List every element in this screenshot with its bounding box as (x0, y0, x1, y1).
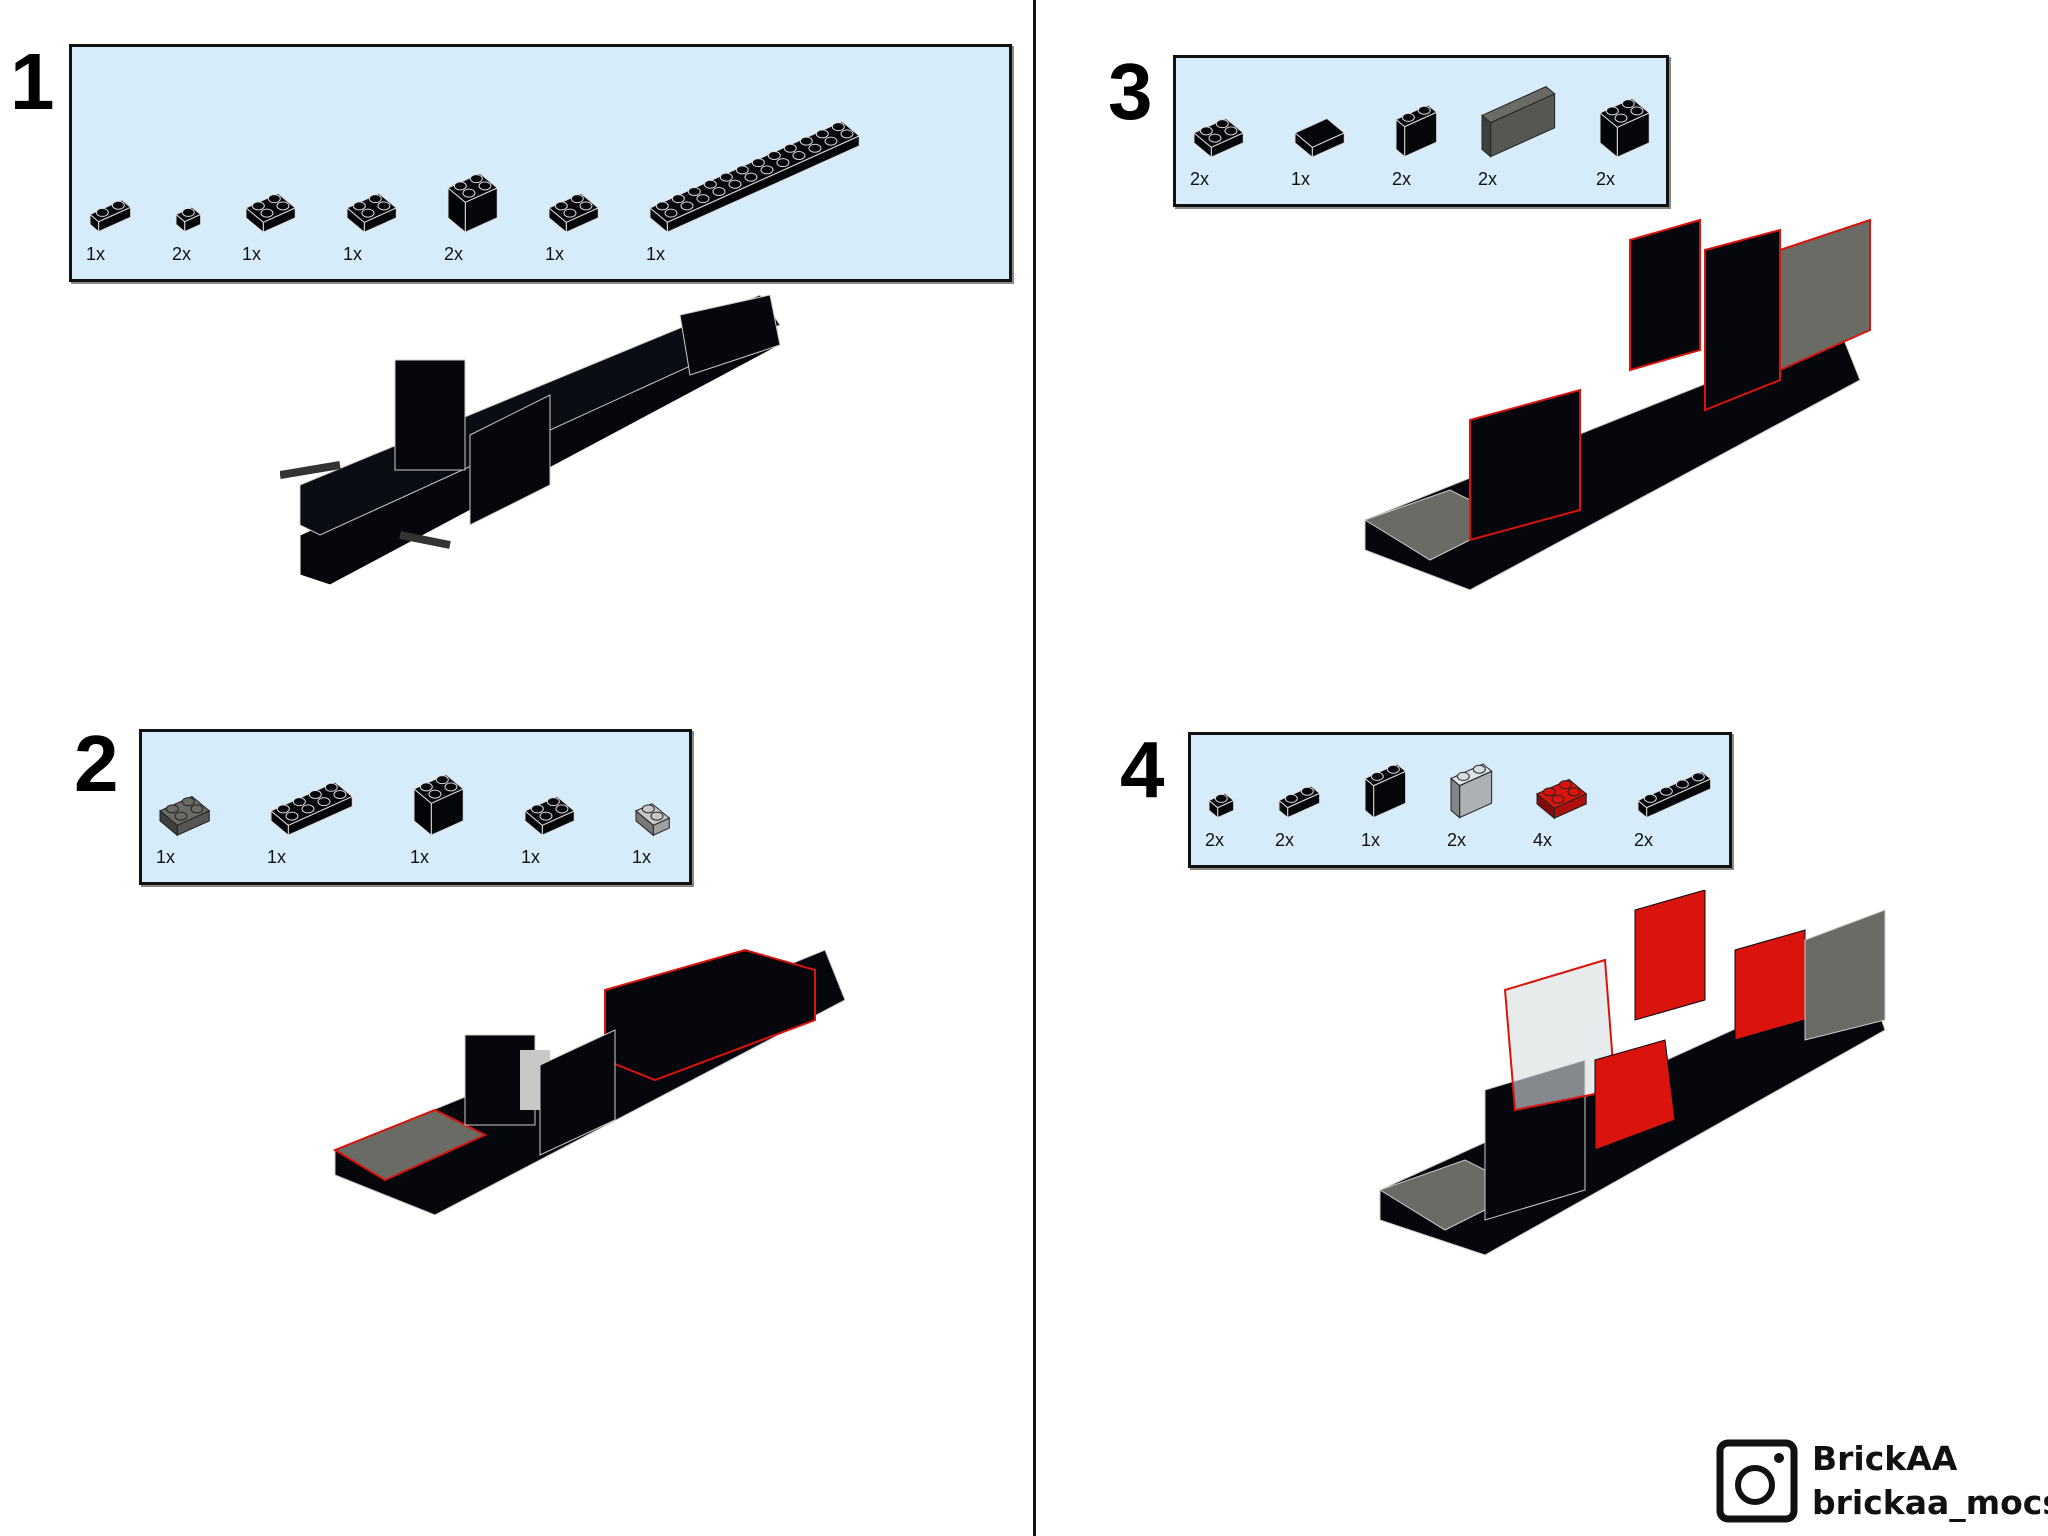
part-plate-icon (159, 795, 211, 837)
part-quantity: 2x (1634, 830, 1654, 850)
part-plate-icon (1193, 117, 1245, 159)
part-plate-icon (649, 120, 861, 234)
part-wheelholder-05070d: 1x (545, 177, 616, 265)
part-bracket-icon (447, 172, 499, 234)
part-quantity: 2x (1596, 169, 1616, 189)
part-quantity: 1x (1361, 830, 1381, 850)
instagram-branding: BrickAA brickaa_mocs (1716, 1437, 2048, 1525)
part-brick-icon (413, 773, 465, 837)
part-bracket-05070d: 2x (444, 157, 515, 265)
part-plate-05070d: 2x (1275, 771, 1331, 851)
part-quantity: 1x (410, 847, 430, 867)
part-quantity: 2x (444, 244, 464, 264)
part-quantity: 4x (1533, 830, 1553, 850)
part-plate-icon (89, 199, 132, 234)
part-quantity: 1x (242, 244, 262, 264)
part-plate-icon (1278, 785, 1321, 820)
part-clip-icon (175, 207, 202, 234)
part-panel-icon (1481, 86, 1556, 159)
step-number-2: 2 (74, 719, 119, 808)
part-quantity: 2x (172, 244, 192, 264)
part-brick-05070d: 1x (1361, 749, 1417, 851)
parts-list-step-1: 1x 2x 1x 1x 2x 1x 1x (69, 44, 1012, 282)
part-plate-icon (1637, 771, 1712, 820)
part-quantity: 2x (1190, 169, 1210, 189)
page-divider (1033, 0, 1036, 1536)
parts-list-step-4: 2x 2x 1x 2x 4x 2x (1188, 732, 1732, 868)
part-plate-icon (270, 781, 354, 837)
part-steering-c8c8c8: 1x (632, 788, 687, 868)
part-wheelholder-05070d: 1x (521, 780, 592, 868)
instagram-handle: brickaa_mocs (1812, 1483, 2048, 1522)
part-quantity: 1x (646, 244, 666, 264)
part-plate-d8140c: 4x (1533, 763, 1604, 851)
parts-list-step-2: 1x 1x 1x 1x 1x (139, 729, 692, 885)
part-steering-icon (635, 802, 671, 837)
assembly-step-3 (1363, 218, 1871, 591)
part-brick-icon (1364, 763, 1407, 820)
part-plate-05070d: 1x (267, 764, 370, 868)
part-plate-05070d: 2x (1634, 755, 1722, 851)
part-tile-icon (1294, 117, 1346, 159)
part-bracket-icon (1395, 104, 1438, 159)
part-plate-icon (1536, 778, 1588, 820)
part-tile-05070d: 1x (1291, 102, 1362, 190)
part-quantity: 1x (86, 244, 106, 264)
part-bracket-05070d: 2x (1392, 90, 1448, 190)
part-wheelholder-icon (524, 795, 576, 837)
part-wheelholder-icon (548, 192, 600, 234)
part-plate-6b6b66: 1x (156, 780, 227, 868)
part-panel-6b6b66: 2x (1478, 70, 1566, 190)
part-quantity: 1x (267, 847, 287, 867)
part-plate-05070d: 1x (343, 177, 414, 265)
part-plate-05070d: 1x (646, 97, 877, 265)
assembly-step-4 (1378, 890, 1886, 1256)
part-brick-icon (1450, 763, 1493, 820)
part-plate-icon (245, 192, 297, 234)
part-brick-d8dde0: 2x (1447, 749, 1503, 851)
part-plate-icon (1208, 793, 1235, 820)
part-brick-05070d: 1x (410, 758, 481, 868)
part-quantity: 1x (343, 244, 363, 264)
parts-list-step-3: 2x 1x 2x 2x 2x (1173, 55, 1669, 207)
part-quantity: 1x (156, 847, 176, 867)
step-number-1: 1 (10, 37, 55, 126)
assembly-step-1 (280, 294, 781, 586)
part-bracket-icon (1599, 97, 1651, 159)
part-quantity: 1x (521, 847, 541, 867)
part-clip-05070d: 2x (172, 193, 212, 265)
part-quantity: 2x (1205, 830, 1225, 850)
part-quantity: 1x (1291, 169, 1311, 189)
assembly-step-2 (332, 948, 846, 1216)
part-plate-05070d: 2x (1190, 102, 1261, 190)
part-plate-icon (346, 192, 398, 234)
step-number-3: 3 (1108, 47, 1153, 136)
instagram-icon (1716, 1439, 1798, 1523)
step-number-4: 4 (1120, 725, 1165, 814)
part-plate-05070d: 1x (86, 185, 142, 265)
part-quantity: 1x (632, 847, 652, 867)
brand-name: BrickAA (1812, 1439, 1958, 1478)
part-quantity: 1x (545, 244, 565, 264)
part-plate-05070d: 1x (242, 177, 313, 265)
part-bracket-05070d: 2x (1596, 82, 1667, 190)
part-quantity: 2x (1392, 169, 1412, 189)
part-plate-05070d: 2x (1205, 779, 1245, 851)
part-quantity: 2x (1275, 830, 1295, 850)
part-quantity: 2x (1478, 169, 1498, 189)
part-quantity: 2x (1447, 830, 1467, 850)
